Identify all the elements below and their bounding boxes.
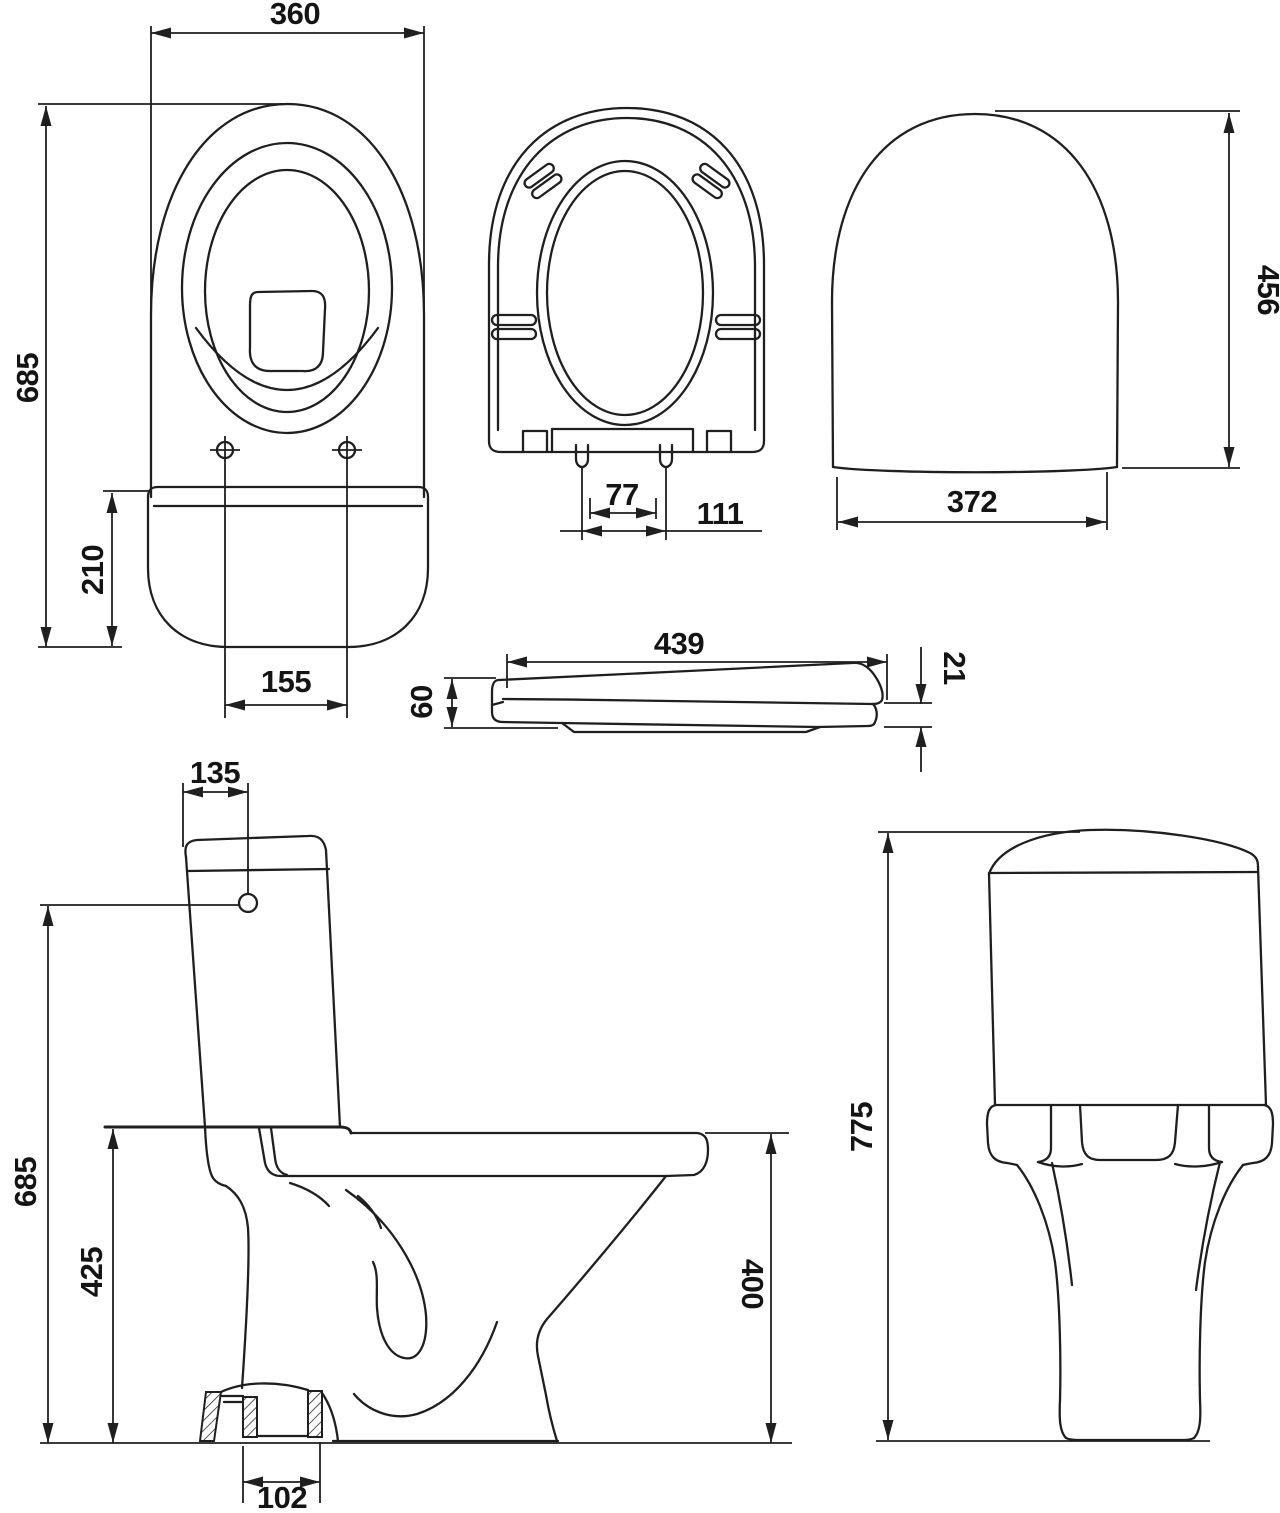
- top-view-seat-ring: [180, 141, 394, 435]
- front-bowl-face: [1078, 1103, 1180, 1162]
- side-outlet-wall-right: [307, 1390, 323, 1438]
- view-toilet-top: 360 685 210 155: [10, 0, 430, 718]
- dim-label-side-outlet-width: 102: [257, 1480, 307, 1513]
- side-seat-platform: [103, 1125, 353, 1135]
- seat-ring-inner: [545, 169, 705, 417]
- front-pedestal-left: [1015, 1163, 1068, 1440]
- seat-bumper-top-left: [523, 162, 563, 200]
- seat-side-nose: [866, 702, 878, 728]
- front-pedestal-right: [1192, 1163, 1245, 1440]
- seat-side-lip: [560, 721, 822, 734]
- side-outlet-wall-left: [242, 1396, 258, 1438]
- dim-label-top-width: 360: [270, 0, 320, 31]
- dim-label-top-tank-depth: 210: [75, 545, 110, 595]
- front-tank-top: [987, 828, 1260, 876]
- dim-label-top-total-depth: 685: [10, 353, 45, 403]
- top-view-tank-outline: [146, 485, 430, 649]
- seat-hinge-pin-right: [658, 443, 674, 469]
- seat-side-bottom: [501, 720, 870, 729]
- view-toilet-side: 135 685 425 400 102: [8, 755, 792, 1513]
- view-toilet-front: 775: [844, 828, 1275, 1442]
- front-pedestal-base: [1064, 1436, 1196, 1442]
- view-seat-bottom: 77 111: [487, 106, 766, 540]
- seat-bumper-top-right: [691, 162, 731, 200]
- seat-bumper-side-right: [714, 313, 762, 341]
- side-tank-left-edge: [184, 855, 228, 1188]
- lid-bottom-edge: [831, 465, 1119, 474]
- side-flush-button-hole: [237, 892, 259, 914]
- side-pedestal-front: [224, 1184, 250, 1390]
- front-rim-band-left: [985, 1103, 1019, 1167]
- side-trapway-curve: [344, 1188, 428, 1360]
- seat-outline-inner: [496, 116, 757, 432]
- side-under-rim: [257, 1126, 668, 1178]
- dim-label-lid-height: 456: [1251, 265, 1280, 315]
- front-tank-lid-line: [987, 870, 1259, 875]
- dim-label-side-rim-height: 400: [735, 1259, 770, 1309]
- seat-ring-outer: [535, 159, 715, 427]
- seat-side-left-cap: [490, 678, 505, 724]
- seat-side-top: [497, 661, 884, 706]
- dim-label-top-hole-spacing: 155: [261, 664, 311, 699]
- dim-label-seat-front-height: 60: [404, 685, 439, 718]
- top-view-flush-hole: [248, 289, 327, 373]
- view-lid-front: 456 372: [830, 110, 1280, 530]
- view-seat-side: 439 60 21: [404, 626, 972, 772]
- dim-label-seat-rear-thickness: 21: [937, 651, 972, 685]
- dim-label-seat-length: 439: [654, 626, 704, 661]
- top-view-bowl-front-wall: [194, 326, 380, 391]
- top-view-bowl-opening: [203, 168, 371, 414]
- seat-outline-outer: [487, 106, 766, 454]
- dim-label-lid-width: 372: [947, 484, 997, 519]
- dim-label-side-button-offset: 135: [190, 755, 240, 790]
- front-rim-band-right: [1241, 1103, 1275, 1167]
- side-rim-line: [349, 1131, 710, 1178]
- dim-label-side-seat-height: 425: [74, 1247, 109, 1297]
- dim-label-side-height-to-button: 685: [8, 1157, 43, 1207]
- side-bowl-outer-edge: [535, 1174, 668, 1443]
- dim-label-seat-hinge-span: 111: [697, 496, 744, 531]
- lid-outline: [830, 112, 1120, 469]
- side-outlet-wall-back: [198, 1391, 223, 1442]
- dim-label-seat-hinge-gap: 77: [605, 477, 638, 512]
- dim-label-front-total-height: 775: [844, 1102, 879, 1152]
- seat-bumper-side-left: [490, 313, 538, 341]
- side-tank-lid-line: [186, 867, 331, 873]
- seat-side-split-line: [501, 697, 875, 706]
- seat-hinge-pin-left: [574, 443, 590, 469]
- top-view-bowl-outline: [149, 102, 426, 499]
